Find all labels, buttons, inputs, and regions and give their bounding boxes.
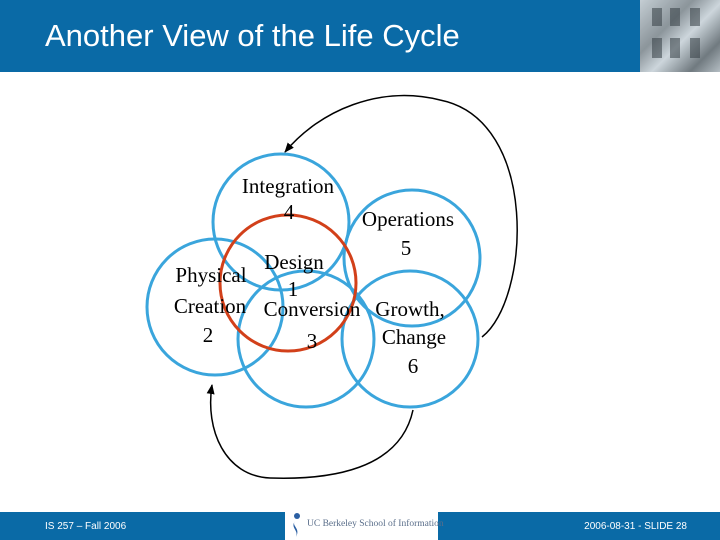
operations-circle — [342, 188, 482, 328]
growth-change-number: 6 — [408, 354, 419, 378]
arrow-growth-to-physical-creation — [206, 384, 414, 479]
footer-slide-number: 2006-08-31 - SLIDE 28 — [584, 521, 687, 532]
physical-creation-number: 2 — [203, 323, 214, 347]
title-bar — [0, 0, 720, 72]
life-cycle-diagram: Integration 4 Operations 5 Design 1 Phys… — [145, 94, 518, 479]
design-circle — [218, 213, 358, 353]
slide-title: Another View of the Life Cycle — [45, 18, 460, 53]
school-logo: UC Berkeley School of Information — [285, 510, 444, 540]
conversion-circle — [236, 269, 376, 409]
logo-icon — [293, 513, 300, 537]
design-number: 1 — [288, 277, 299, 301]
physical-label: Physical — [175, 263, 246, 287]
building-photo — [640, 0, 720, 72]
arrow-growth-to-integration — [284, 94, 518, 338]
footer-course: IS 257 – Fall 2006 — [45, 521, 127, 532]
conversion-number: 3 — [307, 329, 318, 353]
change-label: Change — [382, 325, 446, 349]
creation-label: Creation — [174, 294, 247, 318]
operations-label: Operations — [362, 207, 454, 231]
growth-label: Growth, — [375, 297, 444, 321]
physical-creation-circle — [145, 237, 285, 377]
integration-number: 4 — [284, 200, 295, 224]
growth-change-circle — [340, 269, 480, 409]
design-label: Design — [264, 250, 324, 274]
operations-number: 5 — [401, 236, 412, 260]
logo-text: UC Berkeley School of Information — [307, 519, 444, 529]
conversion-label: Conversion — [264, 297, 361, 321]
integration-label: Integration — [242, 174, 335, 198]
